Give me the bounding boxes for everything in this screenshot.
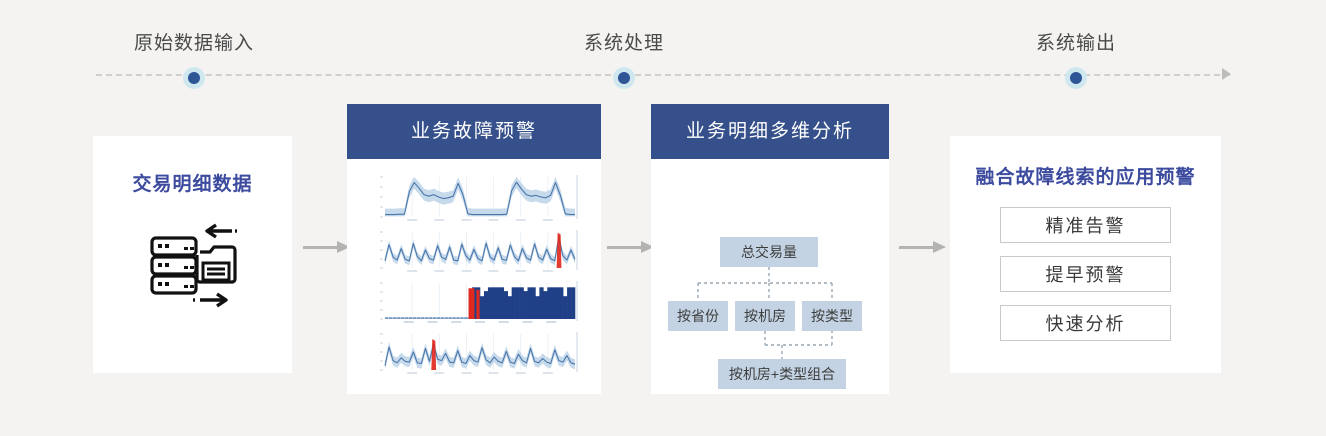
timeline-step-3-label: 系统输出 bbox=[1035, 33, 1116, 54]
process-timeline: 原始数据输入 系统处理 系统输出 bbox=[0, 0, 1326, 100]
app-item-precise-alarm[interactable]: 精准告警 bbox=[1000, 207, 1171, 243]
card-multidim-analysis[interactable]: 业务明细多维分析 总交易量 按省份 按机房 按类型 按机房+类型组合 bbox=[651, 104, 889, 394]
flow-diagram: 交易明细数据 bbox=[0, 104, 1326, 404]
arrow-charts-to-analysis bbox=[607, 241, 655, 253]
mini-chart-periodic-spikes-series bbox=[380, 230, 578, 272]
mini-chart-list bbox=[347, 159, 601, 378]
timeline-step-1-marker[interactable] bbox=[183, 67, 205, 89]
card-source-data[interactable]: 交易明细数据 bbox=[93, 136, 292, 373]
timeline-step-2[interactable]: 系统处理 bbox=[504, 0, 744, 89]
arrow-shaft bbox=[607, 246, 643, 249]
timeline-step-3[interactable]: 系统输出 bbox=[956, 0, 1196, 89]
tree-node-by-type[interactable]: 按类型 bbox=[802, 301, 862, 331]
tree-connector-lines bbox=[697, 267, 833, 359]
fault-warning-header: 业务故障预警 bbox=[347, 104, 601, 159]
app-item-fast-analysis[interactable]: 快速分析 bbox=[1000, 305, 1171, 341]
card-fault-warning[interactable]: 业务故障预警 bbox=[347, 104, 601, 394]
mini-chart-step-outage-series bbox=[380, 281, 578, 323]
timeline-dot-icon bbox=[188, 72, 200, 84]
arrow-shaft bbox=[899, 246, 935, 249]
arrow-head-icon bbox=[337, 241, 350, 253]
tree-node-by-province[interactable]: 按省份 bbox=[668, 301, 728, 331]
timeline-step-1-label: 原始数据输入 bbox=[133, 33, 254, 54]
timeline-dot-icon bbox=[1070, 72, 1082, 84]
arrow-source-to-charts bbox=[303, 241, 351, 253]
mini-chart-plateau-series bbox=[380, 175, 578, 221]
mini-chart-irregular-spikes-series bbox=[380, 332, 578, 374]
tree-node-datacenter-type-combo[interactable]: 按机房+类型组合 bbox=[718, 359, 846, 389]
timeline-track bbox=[96, 74, 1230, 76]
tree-node-total-volume[interactable]: 总交易量 bbox=[720, 237, 818, 267]
source-data-title: 交易明细数据 bbox=[132, 174, 253, 195]
dimension-tree: 总交易量 按省份 按机房 按类型 按机房+类型组合 bbox=[651, 159, 889, 389]
timeline-dot-icon bbox=[618, 72, 630, 84]
arrow-head-icon bbox=[933, 241, 946, 253]
tree-node-by-datacenter[interactable]: 按机房 bbox=[735, 301, 795, 331]
app-item-early-warning[interactable]: 提早预警 bbox=[1000, 256, 1171, 292]
arrow-shaft bbox=[303, 246, 339, 249]
database-server-icon bbox=[149, 223, 237, 308]
timeline-arrowhead-icon bbox=[1222, 68, 1231, 80]
arrow-analysis-to-apps bbox=[899, 241, 947, 253]
card-application-alerts[interactable]: 融合故障线索的应用预警 精准告警 提早预警 快速分析 bbox=[950, 136, 1221, 373]
timeline-step-2-marker[interactable] bbox=[613, 67, 635, 89]
application-alert-list: 精准告警 提早预警 快速分析 bbox=[950, 207, 1221, 341]
timeline-step-2-label: 系统处理 bbox=[583, 33, 664, 54]
timeline-step-1[interactable]: 原始数据输入 bbox=[74, 0, 314, 89]
application-alerts-title: 融合故障线索的应用预警 bbox=[975, 167, 1196, 188]
multidim-analysis-header: 业务明细多维分析 bbox=[651, 104, 889, 159]
arrow-head-icon bbox=[641, 241, 654, 253]
timeline-step-3-marker[interactable] bbox=[1065, 67, 1087, 89]
